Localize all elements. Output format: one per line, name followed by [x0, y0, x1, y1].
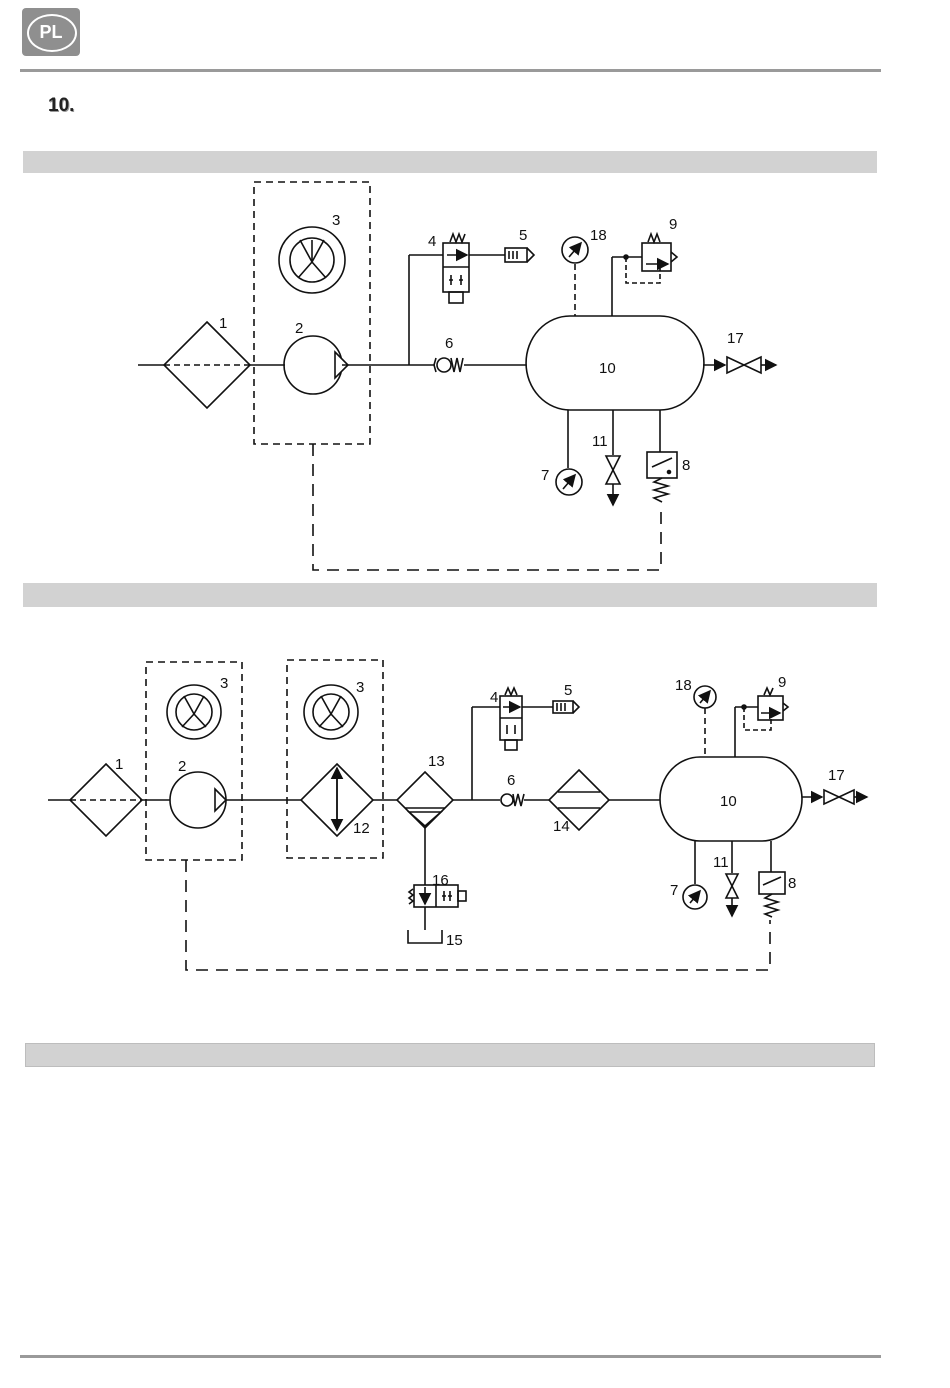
label-gauge-top-2: 18 [675, 677, 692, 694]
label-drain-1: 11 [592, 433, 608, 450]
label-safety-1: 9 [669, 216, 677, 233]
label-tank-1: 10 [599, 360, 616, 377]
motor-icon [167, 685, 221, 739]
diagram-2 [48, 660, 867, 970]
label-outlet-2: 17 [828, 767, 845, 784]
label-gauge-bottom-1: 7 [541, 467, 549, 484]
gauge-bottom-icon [683, 885, 707, 909]
label-filter-2: 1 [115, 756, 123, 773]
compressor-unit-box [254, 182, 370, 444]
label-outlet-1: 17 [727, 330, 744, 347]
motor-icon [279, 227, 345, 293]
label-cooler-2: 12 [353, 820, 370, 837]
pressure-switch-icon [759, 872, 785, 917]
silencer-icon [553, 701, 579, 713]
label-drain-outlet-2: 15 [446, 932, 463, 949]
label-drain-2: 11 [713, 854, 729, 871]
label-silencer-2: 5 [564, 682, 572, 699]
label-drain-solenoid-2: 16 [432, 872, 449, 889]
safety-valve-icon [642, 234, 677, 271]
pressure-gauge-icon [562, 237, 588, 263]
label-dryer-2: 14 [553, 818, 570, 835]
label-gauge-top-1: 18 [590, 227, 607, 244]
label-check-2: 6 [507, 772, 515, 789]
drain-valve-icon [606, 456, 620, 505]
safety-valve-icon [758, 688, 788, 720]
label-filter-1: 1 [219, 315, 227, 332]
label-gauge-bottom-2: 7 [670, 882, 678, 899]
check-valve-icon [434, 358, 463, 372]
filter-icon [70, 764, 142, 836]
gauge-bottom-icon [556, 469, 582, 495]
drain-valve-icon [726, 874, 738, 916]
filter-icon [164, 322, 250, 408]
label-switch-2: 8 [788, 875, 796, 892]
separator-icon [397, 772, 453, 828]
label-solenoid-1: 4 [428, 233, 436, 250]
motor-icon [304, 685, 358, 739]
label-safety-2: 9 [778, 674, 786, 691]
pressure-gauge-icon [694, 686, 716, 708]
label-switch-1: 8 [682, 457, 690, 474]
pressure-switch-icon [647, 452, 677, 502]
solenoid-valve-icon [443, 234, 469, 303]
diagram-1 [138, 182, 776, 570]
compressor-icon [284, 336, 348, 394]
drain-outlet-icon [408, 930, 442, 943]
silencer-icon [505, 248, 534, 262]
outlet-valve-icon [824, 790, 854, 804]
label-solenoid-2: 4 [490, 689, 498, 706]
label-silencer-1: 5 [519, 227, 527, 244]
check-valve-icon [501, 794, 524, 806]
label-motor-1: 3 [332, 212, 340, 229]
label-check-1: 6 [445, 335, 453, 352]
compressor-icon [170, 772, 226, 828]
outlet-valve-icon [727, 357, 761, 373]
label-separator-2: 13 [428, 753, 445, 770]
label-motor-2a: 3 [220, 675, 228, 692]
solenoid-valve-icon [500, 688, 522, 750]
label-compressor-1: 2 [295, 320, 303, 337]
label-tank-2: 10 [720, 793, 737, 810]
label-motor-2b: 3 [356, 679, 364, 696]
label-compressor-2: 2 [178, 758, 186, 775]
